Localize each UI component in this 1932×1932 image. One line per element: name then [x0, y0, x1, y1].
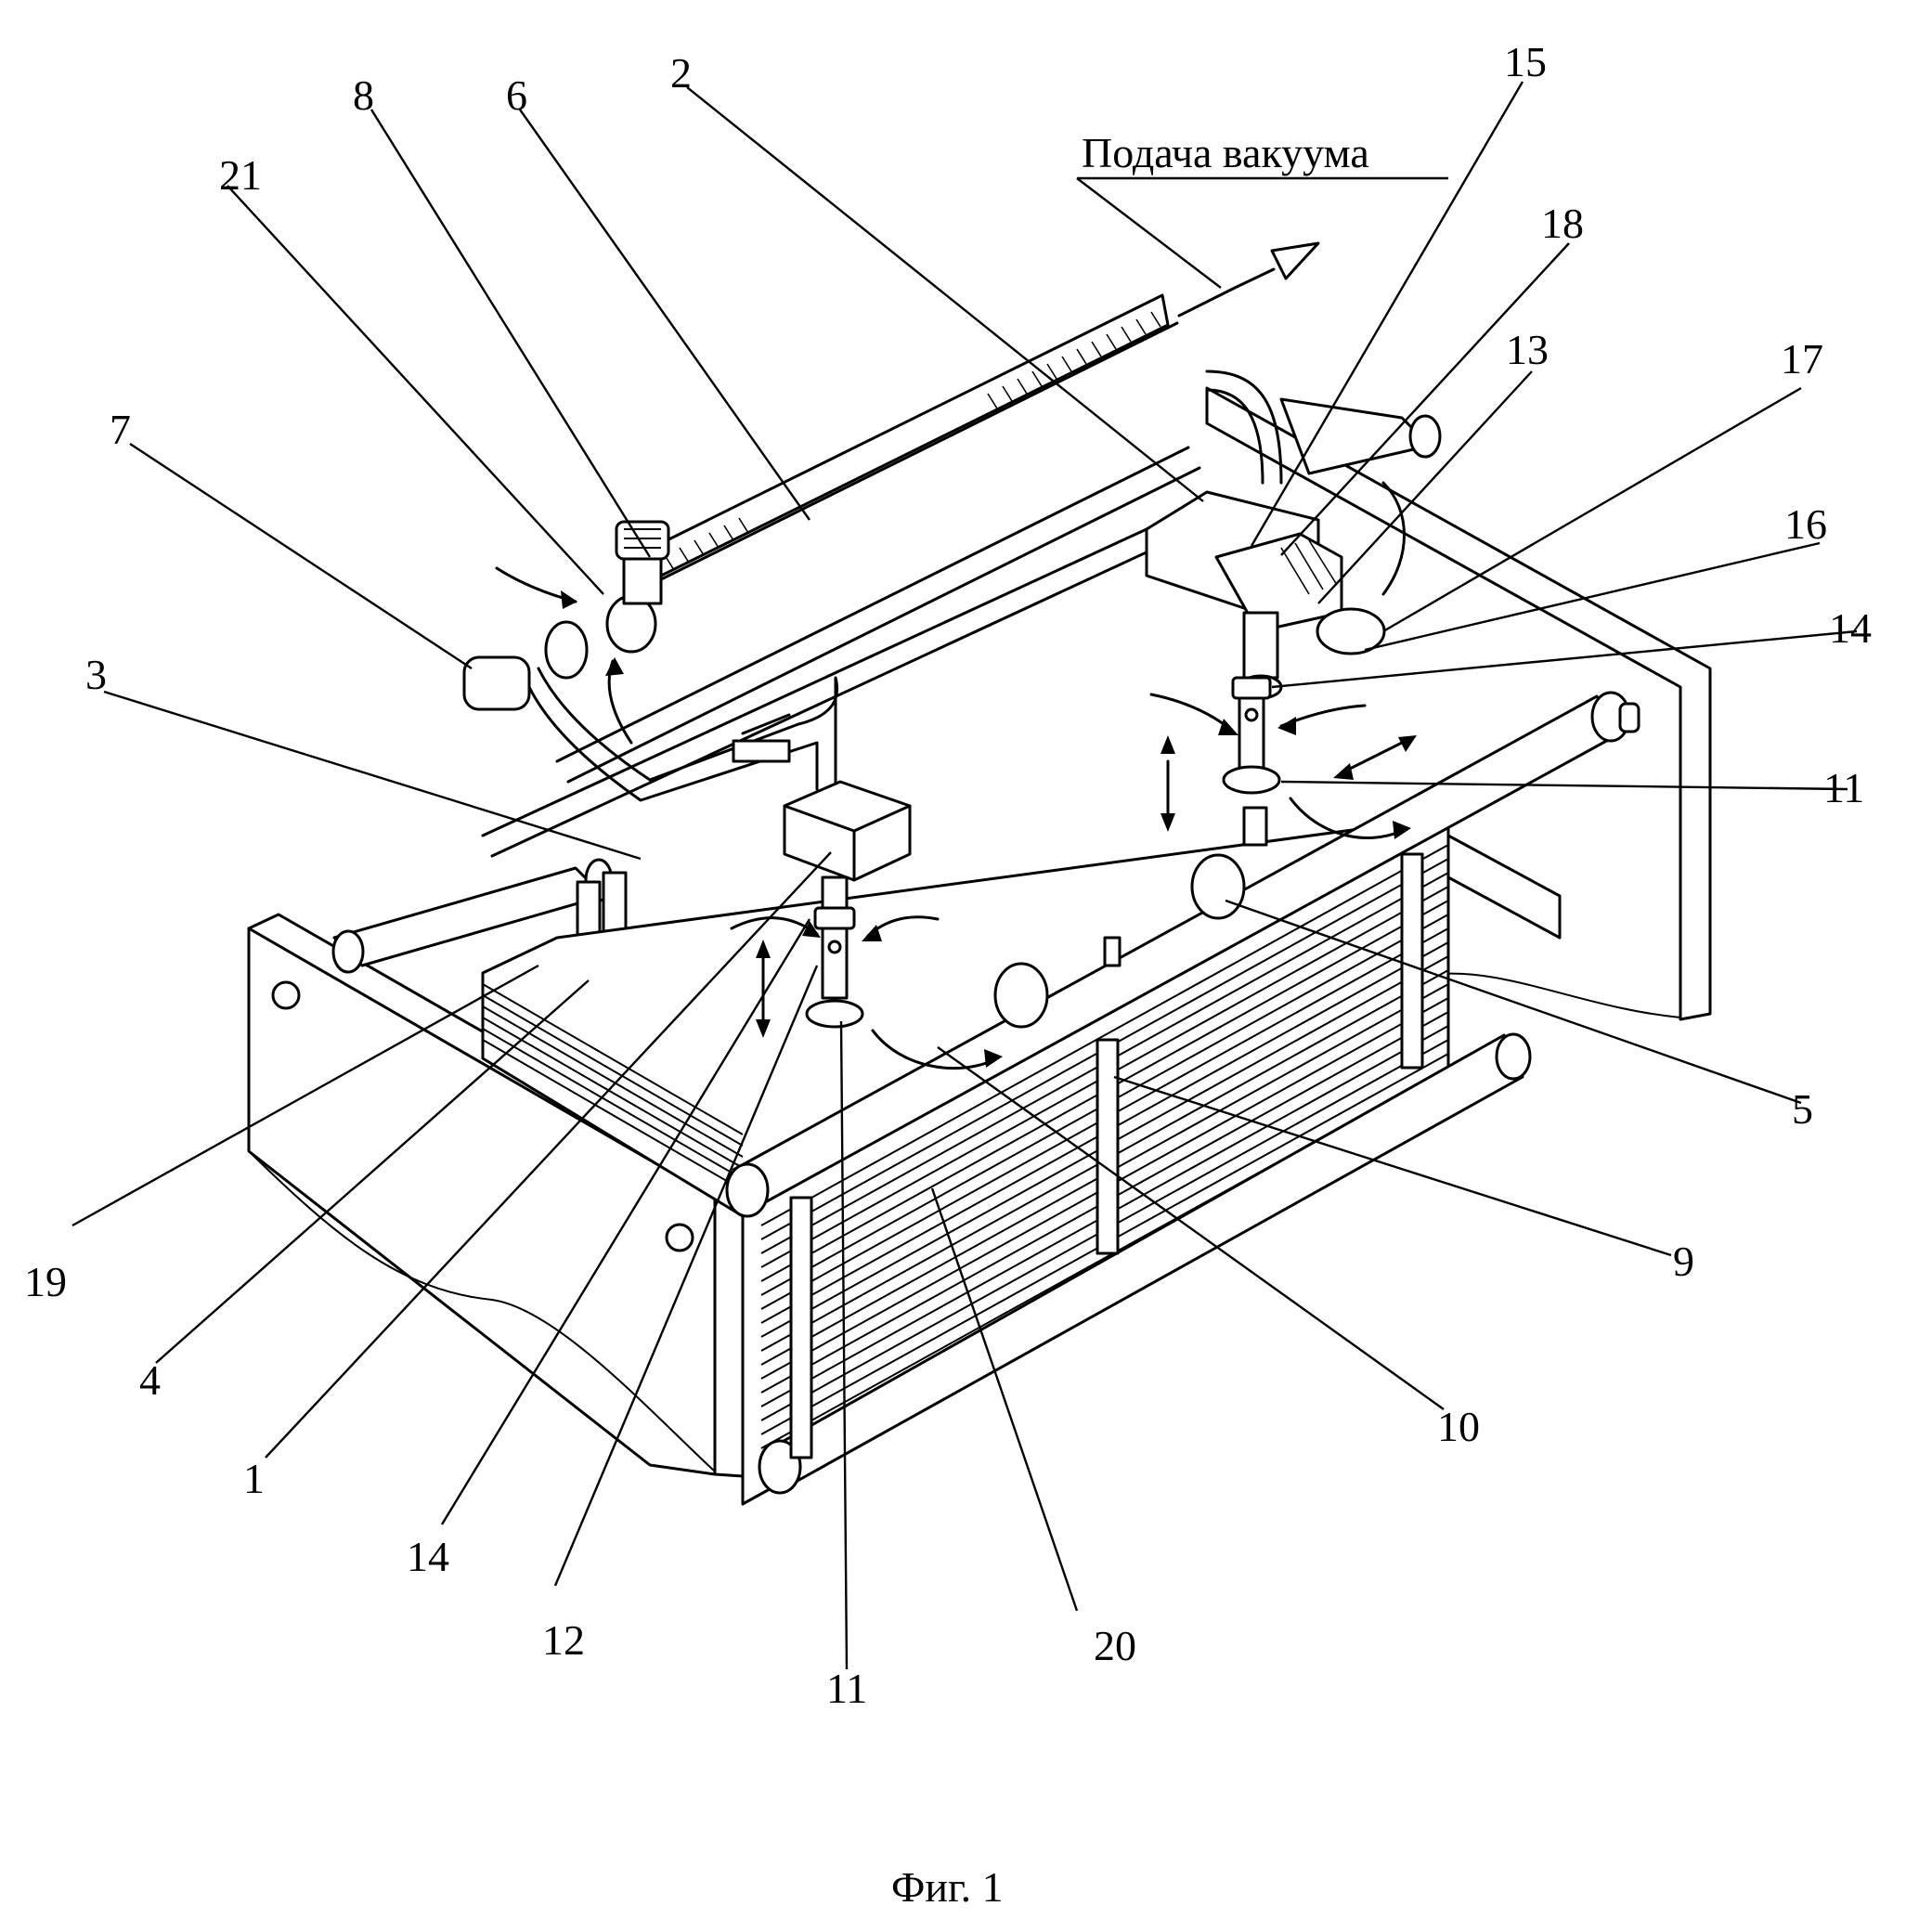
vacuum-supply-pipe: [631, 295, 1177, 594]
label-8: 8: [353, 71, 374, 119]
label-5: 5: [1792, 1085, 1813, 1133]
leader-lines: [72, 82, 1857, 1669]
label-16: 16: [1784, 500, 1827, 548]
label-14-left: 14: [407, 1533, 449, 1580]
label-9: 9: [1673, 1238, 1694, 1285]
label-2: 2: [670, 49, 692, 97]
label-15: 15: [1504, 38, 1547, 85]
label-11-left: 11: [826, 1665, 867, 1712]
label-7: 7: [110, 406, 131, 453]
vacuum-supply-label: Подача вакуума: [1082, 129, 1369, 176]
label-6: 6: [506, 71, 527, 119]
label-20: 20: [1094, 1622, 1136, 1669]
label-10: 10: [1437, 1403, 1480, 1450]
label-3: 3: [85, 651, 107, 698]
right-valve-assembly: [1147, 371, 1440, 698]
right-suction-holder: [1224, 678, 1279, 845]
label-21: 21: [219, 151, 262, 199]
vacuum-annotation: Подача вакуума: [1077, 129, 1448, 288]
left-valve-assembly: [464, 522, 668, 709]
label-11-right: 11: [1823, 764, 1864, 811]
label-18: 18: [1541, 200, 1584, 247]
part-number-labels: 8 6 2 15 21 18 13 17 7 16 14 3 11 5 9 19…: [24, 38, 1872, 1712]
right-support-plate: [1448, 836, 1560, 938]
label-14-right: 14: [1829, 604, 1872, 652]
label-1: 1: [243, 1455, 265, 1502]
label-13: 13: [1506, 326, 1549, 373]
label-4: 4: [139, 1356, 161, 1404]
left-vacuum-branch: [529, 668, 837, 800]
figure-caption: Фиг. 1: [891, 1863, 1004, 1911]
label-17: 17: [1781, 335, 1823, 383]
label-12: 12: [542, 1616, 585, 1664]
label-19: 19: [24, 1258, 67, 1305]
